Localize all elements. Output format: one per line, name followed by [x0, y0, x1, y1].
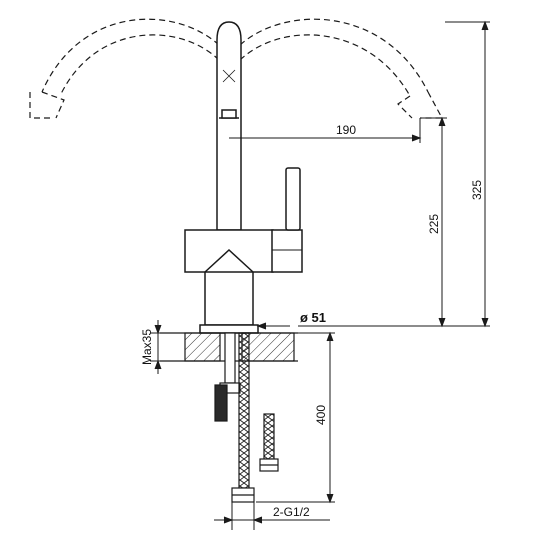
- faucet-body: [184, 167, 303, 334]
- dim-total-height-label: 325: [470, 180, 484, 200]
- countertop-section: [160, 332, 298, 362]
- supply-hose-left: [231, 332, 255, 503]
- supply-hose-right: [259, 413, 279, 472]
- aerator: [221, 109, 237, 119]
- body-lower-column: [204, 269, 254, 326]
- dim-reach-label: 190: [336, 123, 356, 137]
- spout: [216, 21, 242, 231]
- dim-base-diameter-label: ø 51: [300, 310, 326, 325]
- dim-spout-height-label: 225: [427, 214, 441, 234]
- spout-swivel-left: [29, 18, 220, 119]
- base-plate: [199, 324, 259, 334]
- dim-hose-length-label: 400: [314, 405, 328, 425]
- dim-max-thickness-label: Max35: [140, 329, 154, 365]
- dimension-lines: [150, 20, 490, 530]
- dim-connection-label: 2-G1/2: [273, 505, 310, 519]
- handle-lever: [285, 167, 301, 231]
- handle-base: [271, 229, 303, 273]
- mounting-stud: [219, 332, 241, 394]
- spout-swivel-right: [239, 18, 444, 119]
- hose-fitting: [214, 384, 228, 422]
